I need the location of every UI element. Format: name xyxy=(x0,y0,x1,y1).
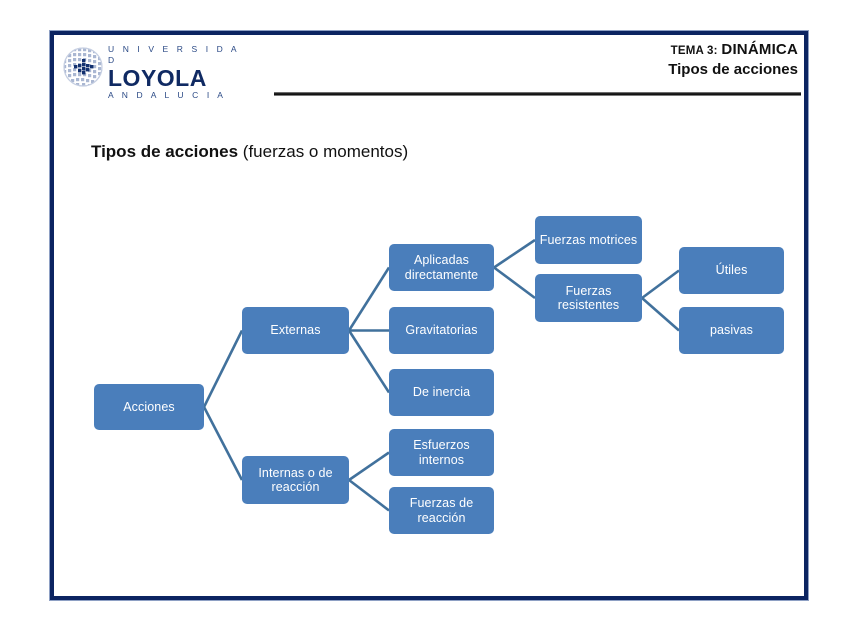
connector-externas-to-inercia xyxy=(347,329,391,394)
logo-wordmark: U N I V E R S I D A D LOYOLA A N D A L U… xyxy=(108,44,248,101)
header-subtitle: Tipos de acciones xyxy=(668,61,798,78)
diagram-node-esfuerzos: Esfuerzos internos xyxy=(389,429,494,476)
connector-resistentes-to-pasivas xyxy=(641,297,680,332)
header-tema-line: TEMA 3: DINÁMICA xyxy=(668,41,798,60)
diagram-node-aplicadas: Aplicadas directamente xyxy=(389,244,494,291)
header-tema-label: TEMA 3: xyxy=(670,45,718,57)
diagram-node-utiles: Útiles xyxy=(679,247,784,294)
diagram-node-externas: Externas xyxy=(242,307,349,354)
connector-acciones-to-externas xyxy=(202,329,244,408)
slide-header: TEMA 3: DINÁMICA Tipos de acciones xyxy=(668,41,798,80)
diagram-node-gravitatorias: Gravitatorias xyxy=(389,307,494,354)
logo-line-andalucia: A N D A L U C I A xyxy=(108,90,227,100)
slide-canvas: U N I V E R S I D A D LOYOLA A N D A L U… xyxy=(54,35,804,596)
diagram-node-acciones: Acciones xyxy=(94,384,204,430)
diagram-node-freaccion: Fuerzas de reacción xyxy=(389,487,494,534)
header-tema-value: DINÁMICA xyxy=(721,41,798,58)
connector-externas-to-aplicadas xyxy=(347,266,391,332)
diagram-node-inercia: De inercia xyxy=(389,369,494,416)
diagram-connectors xyxy=(202,238,680,512)
page-title-strong: Tipos de acciones xyxy=(91,142,239,161)
logo-line-universidad: U N I V E R S I D A D xyxy=(108,44,240,65)
header-divider xyxy=(274,92,801,96)
diagram-node-resistentes: Fuerzas resistentes xyxy=(535,274,642,322)
connector-internas-to-freaccion xyxy=(348,478,390,512)
connector-acciones-to-internas xyxy=(202,406,244,481)
connector-aplicadas-to-motrices xyxy=(493,238,536,269)
globe-icon xyxy=(62,46,104,88)
university-logo: U N I V E R S I D A D LOYOLA A N D A L U… xyxy=(62,42,252,100)
connector-internas-to-esfuerzos xyxy=(348,451,390,482)
connector-resistentes-to-utiles xyxy=(641,269,680,300)
page-title: Tipos de acciones (fuerzas o momentos) xyxy=(91,142,408,162)
diagram-node-motrices: Fuerzas motrices xyxy=(535,216,642,264)
diagram-node-internas: Internas o de reacción xyxy=(242,456,349,504)
page-title-light: (fuerzas o momentos) xyxy=(238,142,409,161)
logo-line-loyola: LOYOLA xyxy=(108,65,207,91)
presentation-slide: U N I V E R S I D A D LOYOLA A N D A L U… xyxy=(49,30,809,601)
connector-aplicadas-to-resistentes xyxy=(493,266,536,300)
diagram-node-pasivas: pasivas xyxy=(679,307,784,354)
